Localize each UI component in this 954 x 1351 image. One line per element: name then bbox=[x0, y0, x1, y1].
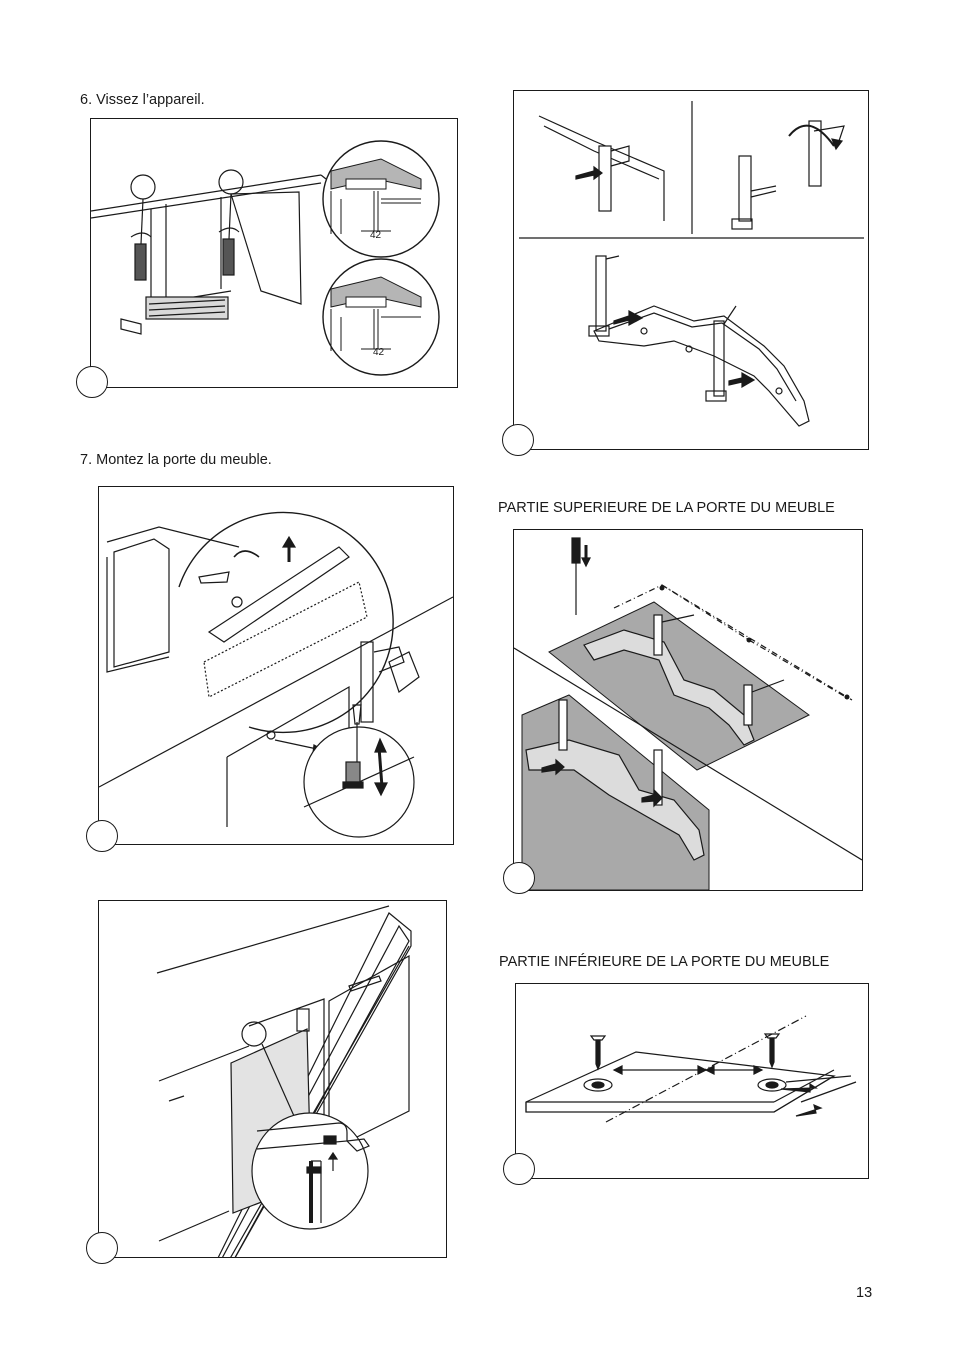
step-marker-circle bbox=[76, 366, 108, 398]
step-marker-circle bbox=[86, 1232, 118, 1264]
step-marker-circle bbox=[502, 424, 534, 456]
figure-door-top bbox=[513, 529, 863, 891]
figure-mount-door bbox=[98, 486, 454, 845]
door-top-illustration bbox=[514, 537, 862, 890]
dimension-top-label: 42 bbox=[370, 230, 382, 241]
figure-door-bottom bbox=[515, 983, 869, 1179]
installed-door-illustration bbox=[156, 905, 412, 1257]
step-marker-circle bbox=[86, 820, 118, 852]
bracket-assembly-illustration bbox=[519, 101, 864, 427]
dimension-bottom-label: 42 bbox=[373, 347, 385, 358]
section-7-heading: 7. Montez la porte du meuble. bbox=[80, 452, 272, 468]
figure-installed-door bbox=[98, 900, 447, 1258]
section-6-heading: 6. Vissez l’appareil. bbox=[80, 92, 205, 108]
page-number: 13 bbox=[856, 1285, 873, 1301]
door-bottom-illustration bbox=[525, 1015, 857, 1123]
step-marker-circle bbox=[503, 862, 535, 894]
mount-door-illustration bbox=[99, 511, 453, 838]
figure-screw-appliance: 42 42 bbox=[90, 118, 458, 388]
door-bottom-heading: PARTIE INFÉRIEURE DE LA PORTE DU MEUBLE bbox=[499, 954, 830, 970]
step-marker-circle bbox=[503, 1153, 535, 1185]
figure-bracket-assembly bbox=[513, 90, 869, 450]
screw-appliance-illustration: 42 42 bbox=[91, 140, 440, 376]
door-top-heading: PARTIE SUPERIEURE DE LA PORTE DU MEUBLE bbox=[498, 500, 835, 516]
